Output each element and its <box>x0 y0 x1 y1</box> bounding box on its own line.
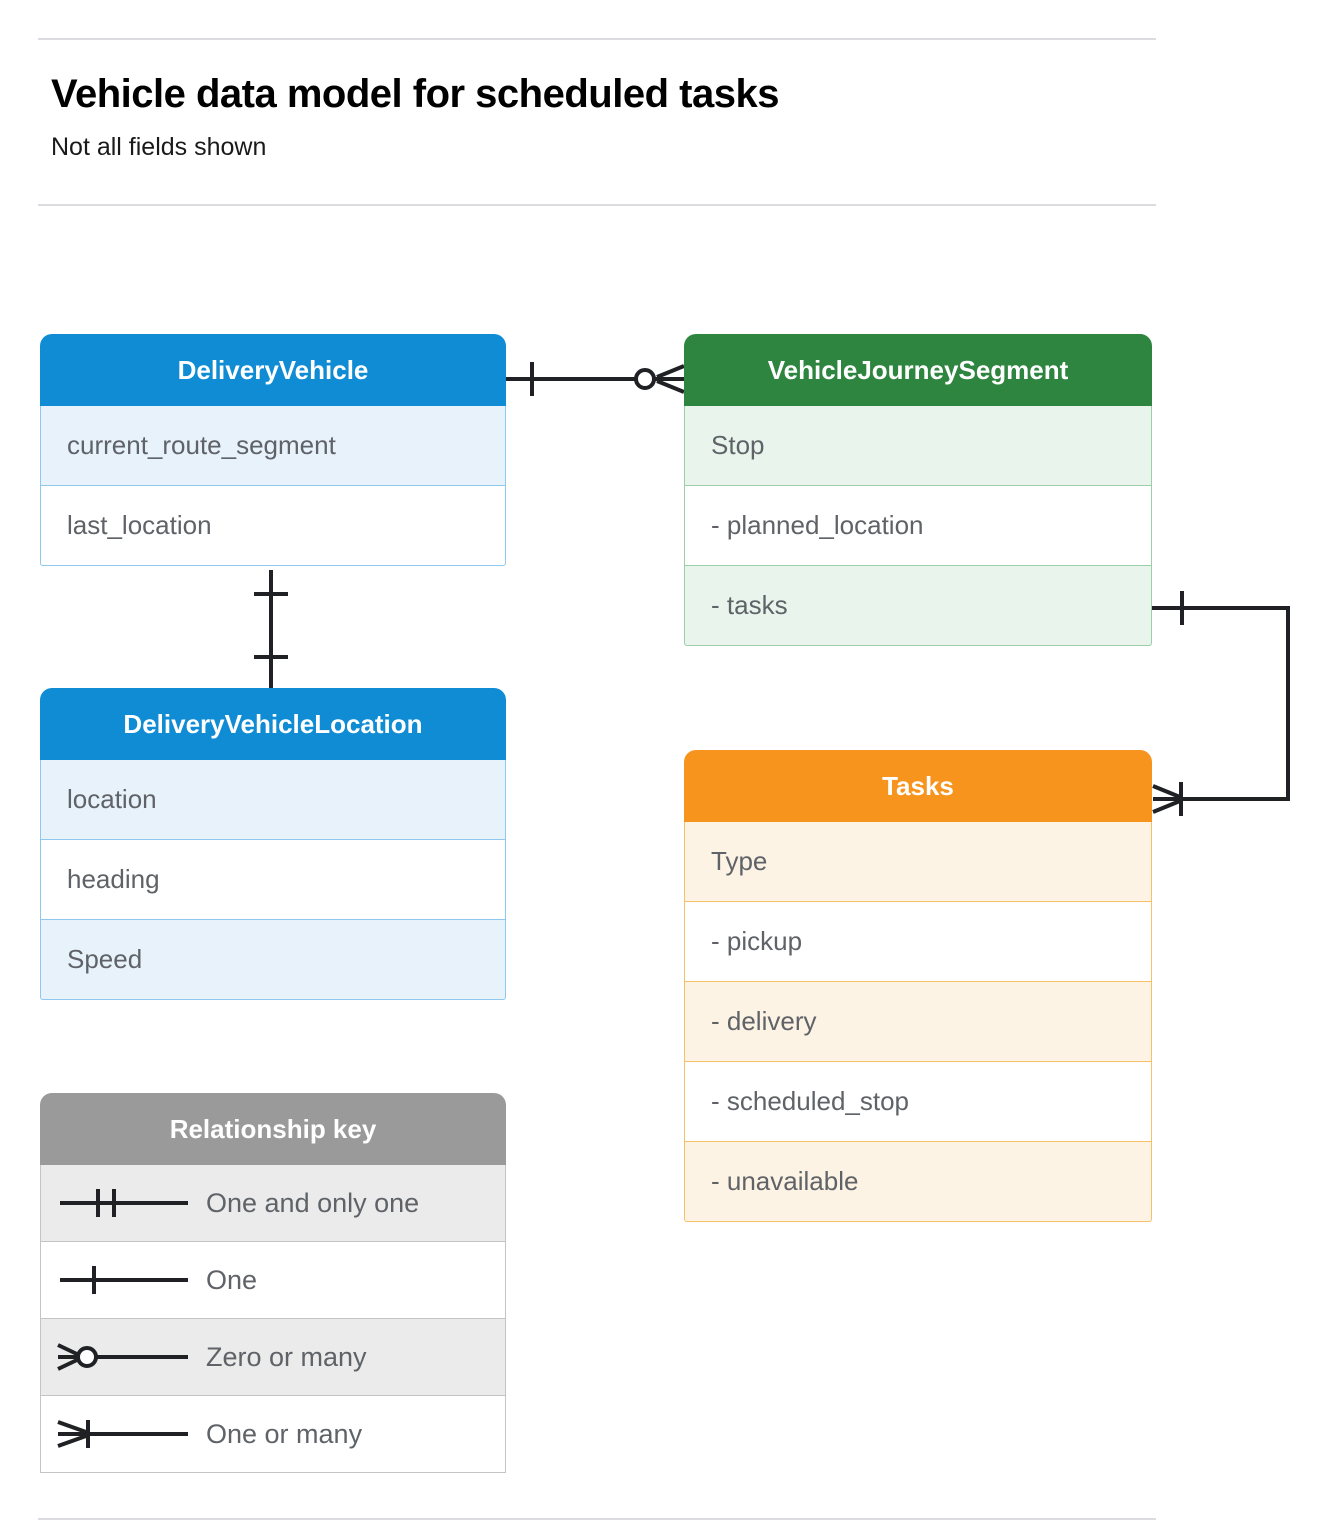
entity-field: - planned_location <box>684 486 1152 566</box>
entity-field-list: Type - pickup - delivery - scheduled_sto… <box>684 822 1152 1222</box>
entity-field: location <box>40 760 506 840</box>
one-symbol <box>41 1260 206 1300</box>
legend-label: One and only one <box>206 1187 420 1218</box>
legend-title: Relationship key <box>40 1093 506 1165</box>
entity-field: Type <box>684 822 1152 902</box>
entity-field: - tasks <box>684 566 1152 646</box>
entity-field: - scheduled_stop <box>684 1062 1152 1142</box>
top-divider <box>38 38 1156 40</box>
entity-field-list: Stop - planned_location - tasks <box>684 406 1152 646</box>
legend-label: One or many <box>206 1418 363 1449</box>
connector-vehicle-to-journey-segment <box>506 362 685 396</box>
page-title: Vehicle data model for scheduled tasks <box>51 72 779 116</box>
entity-title: Tasks <box>684 750 1152 822</box>
entity-field: heading <box>40 840 506 920</box>
one-and-only-one-symbol <box>41 1183 206 1223</box>
entity-delivery-vehicle-location[interactable]: DeliveryVehicleLocation location heading… <box>40 688 506 1000</box>
entity-title: VehicleJourneySegment <box>684 334 1152 406</box>
entity-field-list: location heading Speed <box>40 760 506 1000</box>
entity-delivery-vehicle[interactable]: DeliveryVehicle current_route_segment la… <box>40 334 506 566</box>
legend-row-one: One <box>40 1242 506 1319</box>
one-or-many-symbol <box>41 1414 206 1454</box>
entity-field: last_location <box>40 486 506 566</box>
relationship-key-legend: Relationship key One and only one One <box>40 1093 506 1473</box>
entity-field: Speed <box>40 920 506 1000</box>
legend-row-one-and-only-one: One and only one <box>40 1165 506 1242</box>
entity-field: current_route_segment <box>40 406 506 486</box>
connector-vehicle-to-location <box>254 570 288 688</box>
header-divider <box>38 204 1156 206</box>
zero-or-many-symbol <box>41 1337 206 1377</box>
entity-field: - delivery <box>684 982 1152 1062</box>
legend-row-zero-or-many: Zero or many <box>40 1319 506 1396</box>
entity-field: Stop <box>684 406 1152 486</box>
page-subtitle: Not all fields shown <box>51 133 267 161</box>
entity-field-list: current_route_segment last_location <box>40 406 506 566</box>
entity-vehicle-journey-segment[interactable]: VehicleJourneySegment Stop - planned_loc… <box>684 334 1152 646</box>
bottom-divider <box>38 1518 1156 1520</box>
entity-title: DeliveryVehicle <box>40 334 506 406</box>
legend-label: Zero or many <box>206 1341 367 1372</box>
entity-field: - unavailable <box>684 1142 1152 1222</box>
entity-tasks[interactable]: Tasks Type - pickup - delivery - schedul… <box>684 750 1152 1222</box>
legend-label: One <box>206 1264 258 1295</box>
connector-journey-segment-to-tasks <box>1152 591 1290 816</box>
entity-title: DeliveryVehicleLocation <box>40 688 506 760</box>
legend-row-one-or-many: One or many <box>40 1396 506 1473</box>
entity-field: - pickup <box>684 902 1152 982</box>
